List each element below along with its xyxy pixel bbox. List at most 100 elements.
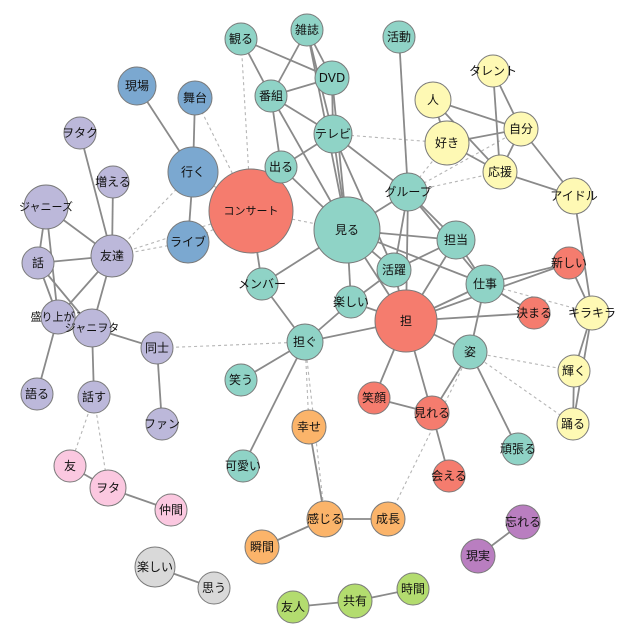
- node-circle-kawaii: [226, 449, 260, 483]
- node-label-tan: 担: [400, 314, 412, 328]
- node-label-warau: 笑う: [229, 372, 253, 387]
- node-circle-kyouyuu: [337, 583, 373, 619]
- node-kanjiru: 感じる: [306, 500, 344, 538]
- edge-sugata-seichou: [387, 351, 471, 520]
- node-katsuyaku: 活躍: [376, 252, 412, 288]
- node-terebi: テレビ: [313, 114, 353, 154]
- node-label-sugata: 姿: [464, 345, 476, 359]
- edge-sugata-odoru: [469, 351, 574, 425]
- node-label-butai: 舞台: [183, 90, 207, 105]
- node-circle-tantou: [436, 220, 476, 260]
- node-circle-concert: [208, 168, 294, 254]
- edge-katsudou-group: [398, 36, 409, 193]
- node-label-aeru: 会える: [431, 469, 467, 483]
- node-circle-genjitsu: [460, 538, 496, 574]
- node-label-odoru: 踊る: [561, 417, 585, 431]
- node-circle-tanoshii: [334, 285, 368, 319]
- node-circle-janiota: [72, 308, 112, 348]
- node-label-egao: 笑顔: [362, 390, 386, 405]
- node-circle-fan: [145, 407, 179, 441]
- node-kirakira: キラキラ: [568, 295, 616, 331]
- node-label-suki: 好き: [435, 136, 459, 150]
- node-label-jikan: 時間: [401, 582, 425, 596]
- edge-group-suki: [407, 142, 448, 193]
- node-circle-deru: [264, 150, 298, 184]
- node-label-wota: ヲタ: [96, 481, 120, 495]
- node-circle-atarashii: [552, 246, 586, 280]
- node-circle-genba: [117, 66, 157, 106]
- node-kimaru: 決まる: [516, 296, 552, 330]
- node-label-genba: 現場: [125, 79, 149, 93]
- node-circle-warau: [224, 363, 258, 397]
- node-egao: 笑顔: [357, 381, 391, 415]
- node-tomo: 友: [53, 449, 87, 483]
- node-circle-iku: [167, 146, 219, 198]
- node-wasureru: 忘れる: [505, 504, 541, 540]
- node-label-kyouyuu: 共有: [343, 594, 367, 608]
- node-label-hanasu: 話す: [82, 389, 106, 404]
- node-nakama: 仲間: [154, 493, 188, 527]
- node-kyouyuu: 共有: [337, 583, 373, 619]
- node-circle-bangumi: [254, 79, 288, 113]
- node-label-tanoshii: 楽しい: [333, 295, 369, 309]
- node-shigoto: 仕事: [465, 264, 505, 304]
- node-circle-otaku: [63, 116, 97, 150]
- node-circle-talent: [476, 54, 510, 88]
- node-circle-egao: [357, 381, 391, 415]
- node-circle-tomodachi: [90, 234, 134, 278]
- node-circle-fueru: [96, 165, 130, 199]
- node-label-seichou: 成長: [376, 512, 400, 526]
- node-label-kirakira: キラキラ: [568, 306, 616, 320]
- node-label-tantou: 担当: [444, 233, 468, 247]
- node-label-hanashi: 話: [32, 255, 44, 270]
- node-circle-tomo: [53, 449, 87, 483]
- edge-katsugu-kawaii: [242, 341, 306, 467]
- node-label-kawaii: 可愛い: [225, 459, 261, 473]
- node-fueru: 増える: [95, 165, 131, 199]
- node-label-katsugu: 担ぐ: [293, 335, 317, 349]
- node-circle-hanasu: [77, 380, 111, 414]
- node-circle-live: [166, 220, 210, 264]
- node-tomodachi: 友達: [90, 234, 134, 278]
- node-label-kanjiru: 感じる: [307, 511, 343, 526]
- node-group: グループ: [384, 172, 432, 212]
- node-label-janiota: ジャニヲタ: [65, 322, 119, 335]
- node-circle-hanashi: [21, 246, 55, 280]
- node-johnnys: ジャニーズ: [19, 184, 73, 230]
- node-circle-jikan: [396, 572, 430, 606]
- node-hanasu: 話す: [77, 380, 111, 414]
- node-circle-miru: [313, 196, 381, 264]
- node-shiawase: 幸せ: [291, 409, 327, 445]
- node-circle-kanjiru: [306, 500, 344, 538]
- node-iku: 行く: [167, 146, 219, 198]
- node-circle-wasureru: [505, 504, 541, 540]
- node-circle-group: [388, 172, 428, 212]
- node-label-miru2: 観る: [229, 32, 253, 46]
- node-shunkan: 瞬間: [244, 529, 280, 565]
- node-sugata: 姿: [452, 334, 488, 370]
- node-circle-kimaru: [517, 296, 551, 330]
- node-circle-odoru: [556, 407, 590, 441]
- node-kawaii: 可愛い: [225, 449, 261, 483]
- node-fan: ファン: [144, 407, 180, 441]
- node-label-group: グループ: [384, 185, 431, 199]
- node-ganbaru: 頑張る: [500, 432, 536, 466]
- node-tan: 担: [374, 289, 438, 353]
- node-label-tomo: 友: [64, 459, 76, 473]
- node-label-moriagaru: 盛り上がる: [31, 310, 86, 324]
- node-circle-sugata: [452, 334, 488, 370]
- edge-katsugu-doushi: [156, 341, 306, 349]
- node-tanoshii: 楽しい: [333, 285, 369, 319]
- node-layer: コンサート担新しい決まる笑顔見れる会える見るテレビDVD雑誌観る番組出る活動グル…: [19, 13, 616, 624]
- node-label-tomodachi: 友達: [100, 249, 124, 263]
- node-butai: 舞台: [177, 80, 213, 116]
- node-circle-seichou: [370, 501, 406, 537]
- node-circle-terebi: [313, 114, 353, 154]
- node-label-dvd: DVD: [319, 71, 345, 85]
- node-zasshi: 雑誌: [290, 13, 324, 47]
- node-label-genjitsu: 現実: [466, 548, 490, 563]
- node-label-miru: 見る: [335, 223, 359, 237]
- node-warau: 笑う: [224, 363, 258, 397]
- node-circle-katsudou: [382, 20, 416, 54]
- node-label-deru: 出る: [269, 160, 293, 174]
